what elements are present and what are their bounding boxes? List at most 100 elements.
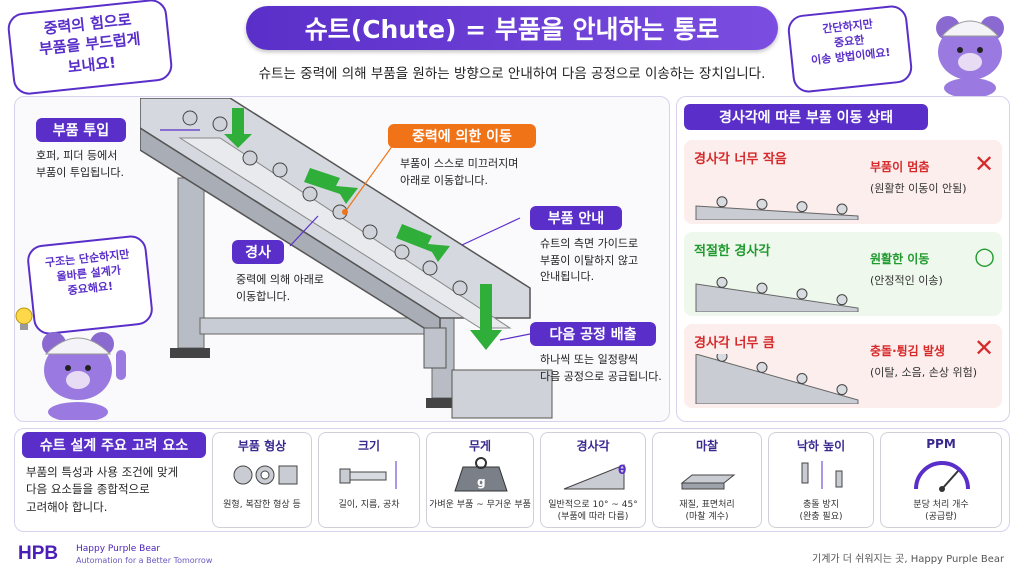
desc-line: 호퍼, 피더 등에서 <box>36 149 118 162</box>
factor-title: 마찰 <box>695 439 719 453</box>
callout-discharge-tag: 다음 공정 배출 <box>530 322 656 346</box>
desc-line: 부품이 스스로 미끄러지며 <box>400 157 519 170</box>
design-factor-card: 무게 g 가벼운 부품 ~ 무거운 부품 <box>426 432 534 528</box>
factor-desc: 원형, 복잡한 형상 등 <box>223 500 301 510</box>
angle-panel-header: 경사각에 따른 부품 이동 상태 <box>684 104 928 130</box>
factor-desc: 길이, 지름, 공차 <box>338 500 400 510</box>
page-title: 슈트(Chute) = 부품을 안내하는 통로 <box>246 6 778 50</box>
factor-title: 무게 <box>468 439 492 453</box>
desc-line: 아래로 이동합니다. <box>400 173 488 187</box>
flow-arrows <box>224 108 502 350</box>
desc-line: 하나씩 또는 일정량씩 <box>540 353 639 366</box>
factor-title: 부품 형상 <box>237 439 287 453</box>
state-mark-icon: ✕ <box>974 334 995 362</box>
state-result: 원활한 이동 <box>870 252 930 266</box>
factor-desc: 일반적으로 10° ~ 45° <box>548 500 638 510</box>
callout-gravity-label: 중력에 의한 이동 <box>412 129 512 145</box>
chute-foot <box>170 348 210 358</box>
lightbulb-icon <box>15 307 33 330</box>
design-tag: 슈트 설계 주요 고려 요소 <box>22 432 206 458</box>
footer-company-name: Happy Purple Bear <box>76 544 161 554</box>
bolt-parts <box>182 110 468 296</box>
angle-panel-header-text: 경사각에 따른 부품 이동 상태 <box>718 110 894 126</box>
desc-line: 부품이 이탈하지 않고 <box>540 253 639 267</box>
factor-desc: 가벼운 부품 ~ 무거운 부품 <box>429 500 531 510</box>
factor-title: PPM <box>926 437 956 451</box>
weight-icon <box>454 457 508 492</box>
callout-input-label: 부품 투입 <box>52 123 110 139</box>
state-note: (이탈, 소음, 손상 위험) <box>870 366 978 379</box>
drop-height-icon <box>801 461 843 489</box>
footer-tagline: Automation for a Better Tomorrow <box>76 556 213 565</box>
footer-slogan: 기계가 더 쉬워지는 곳, Happy Purple Bear <box>812 554 1005 565</box>
slope-illustration <box>695 276 859 312</box>
factor-desc: 재질, 표면처리 <box>679 500 735 510</box>
page-title-text: 슈트(Chute) = 부품을 안내하는 통로 <box>304 15 720 44</box>
page-subtitle: 슈트는 중력에 의해 부품을 원하는 방향으로 안내하여 다음 공정으로 이송하… <box>258 66 766 82</box>
callout-slope-tag: 경사 <box>232 240 284 264</box>
state-title: 적절한 경사각 <box>694 244 771 259</box>
desc-line: 다음 공정으로 공급됩니다. <box>540 369 662 383</box>
state-note: (안정적인 이송) <box>870 274 943 287</box>
friction-block-icon <box>680 474 736 490</box>
state-note: (원활한 이동이 안됨) <box>870 182 967 195</box>
design-tag-text: 슈트 설계 주요 고려 요소 <box>39 438 189 454</box>
desc-line: 고려해야 합니다. <box>26 499 108 514</box>
state-title: 경사각 너무 큼 <box>694 336 775 351</box>
chute-foot <box>426 398 462 408</box>
desc-line: 부품이 투입됩니다. <box>36 165 124 179</box>
leader-lines <box>160 129 531 341</box>
callout-guide-tag: 부품 안내 <box>530 206 622 230</box>
desc-line: 부품의 특성과 사용 조건에 맞게 <box>26 465 179 479</box>
bolt-size-icon <box>339 461 397 489</box>
desc-line: 안내됩니다. <box>540 270 595 283</box>
factor-title: 크기 <box>357 439 381 453</box>
chute-floor <box>178 137 512 329</box>
discharge-bin <box>451 369 553 419</box>
desc-line: 다음 요소들을 종합적으로 <box>26 482 150 497</box>
factor-desc: (마찰 계수) <box>685 512 729 522</box>
design-factor-card: PPM 분당 처리 개수 (공급량) <box>880 432 1002 528</box>
desc-line: 이동합니다. <box>236 289 291 303</box>
bear-mascot-icon <box>936 16 1004 96</box>
callout-slope-label: 경사 <box>245 245 271 261</box>
state-mark-icon: ✕ <box>974 150 995 178</box>
callout-guide-desc: 슈트의 측면 가이드로 부품이 이탈하지 않고 안내됩니다. <box>540 236 670 286</box>
slope-illustration <box>695 354 859 404</box>
state-result: 충돌·튕김 발생 <box>870 344 945 358</box>
gauge-icon <box>914 461 970 492</box>
callout-guide-label: 부품 안내 <box>547 211 605 227</box>
sensor-block <box>423 327 447 369</box>
part-shape-icon <box>233 465 298 485</box>
chute-illustration <box>140 98 553 419</box>
bear-mascot-pointing-icon <box>42 332 126 420</box>
callout-input-tag: 부품 투입 <box>36 118 126 142</box>
factor-desc: (부품에 따라 다름) <box>557 512 629 522</box>
callout-discharge-label: 다음 공정 배출 <box>549 327 637 343</box>
hpb-logo: HPB <box>18 543 59 564</box>
factor-desc: (공급량) <box>925 512 957 522</box>
state-title: 경사각 너무 작음 <box>694 152 787 167</box>
callout-input-desc: 호퍼, 피더 등에서 부품이 투입됩니다. <box>36 148 166 181</box>
angle-icon <box>563 464 625 490</box>
design-factor-card: 경사각 θ 일반적으로 10° ~ 45° (부품에 따라 다름) <box>540 432 646 528</box>
factor-glyph: g <box>477 475 486 489</box>
factor-title: 경사각 <box>576 439 610 453</box>
callout-gravity-desc: 부품이 스스로 미끄러지며 아래로 이동합니다. <box>400 156 560 189</box>
desc-line: 슈트의 측면 가이드로 <box>540 237 639 250</box>
factor-glyph: θ <box>618 463 627 477</box>
factor-desc: 분당 처리 개수 <box>913 500 969 510</box>
state-mark-icon: ○ <box>974 242 995 270</box>
desc-line: 중력에 의해 아래로 <box>236 273 324 286</box>
factor-desc: (완충 필요) <box>799 512 843 522</box>
design-desc: 부품의 특성과 사용 조건에 맞게 다음 요소들을 종합적으로 고려해야 합니다… <box>26 464 216 516</box>
slope-illustration <box>695 196 859 220</box>
speech-bubble-right: 간단하지만 중요한 이송 방법이에요! <box>786 3 914 95</box>
callout-slope-desc: 중력에 의해 아래로 이동합니다. <box>236 272 346 305</box>
